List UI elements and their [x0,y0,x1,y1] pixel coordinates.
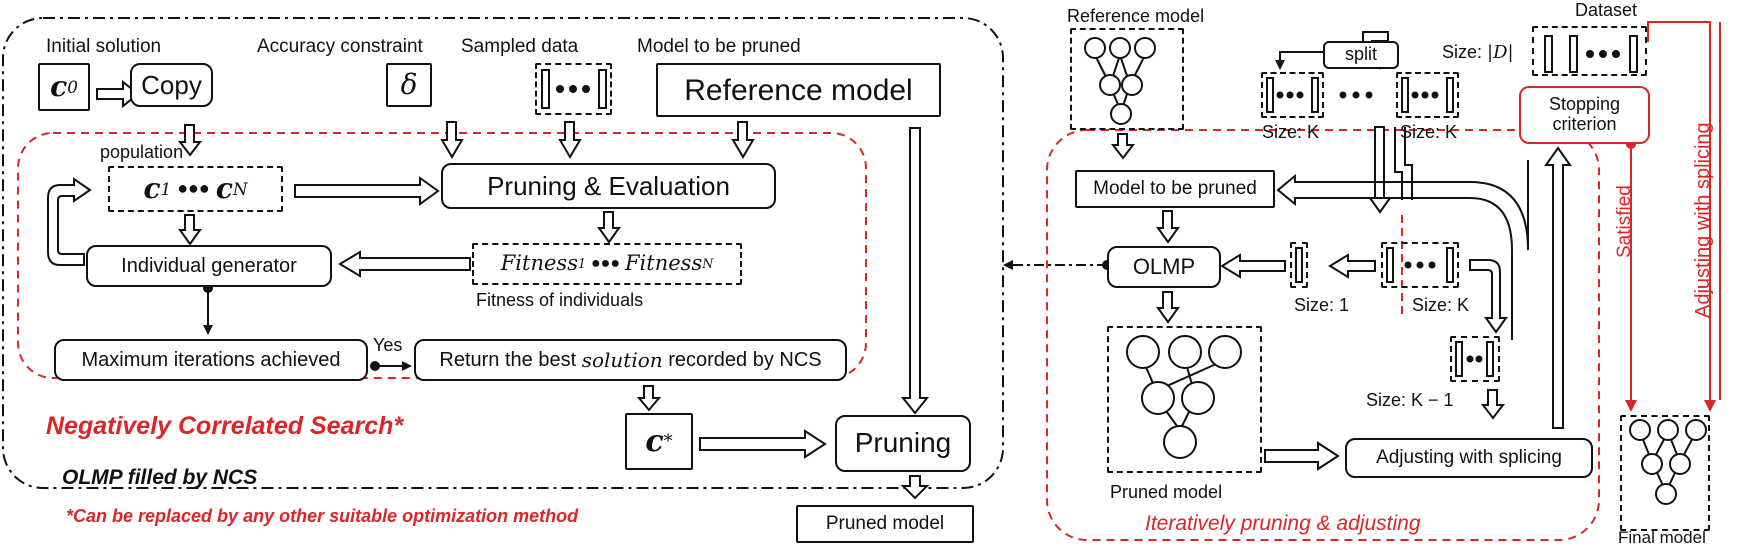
stopping-criterion-box: Stopping criterion [1519,86,1650,144]
initial-solution-label: Initial solution [46,36,162,57]
return-band [1276,160,1529,340]
return-best-box: Return the best solution recorded by NCS [414,339,847,381]
model-to-be-pruned-box: Model to be pruned [1075,170,1275,208]
olmp-caption: OLMP filled by NCS [62,466,258,489]
size-K-label-2: Size: K [1400,122,1458,142]
reference-model-box: Reference model [656,63,941,117]
final-model-network [1629,419,1707,505]
olmp-outer-border [2,17,1004,489]
sampled-data-box [535,63,612,115]
dataset-label: Dataset [1575,0,1638,20]
size-Km1-box [1450,336,1500,382]
accuracy-constraint-label: Accuracy constraint [257,36,423,57]
data-dots [556,50,1620,363]
size-K-box-1 [1261,72,1324,118]
size-K-label-1: Size: K [1262,122,1320,142]
reference-model-label: Reference model [1067,6,1205,26]
population-label: population [100,142,184,162]
size-K-box-2 [1396,72,1459,118]
split-box: split [1323,41,1399,69]
yes-label: Yes [373,335,403,355]
fitness-caption: Fitness of individuals [476,290,644,310]
olmp-box: OLMP [1107,246,1221,288]
reference-model-network [1084,37,1156,125]
pruned-model-network [1126,335,1242,459]
adjusting-splicing-box: Adjusting with splicing [1345,438,1593,478]
iterative-region [1046,129,1600,541]
size-Km1-label: Size: K − 1 [1366,390,1454,410]
c-star-box: c* [625,413,693,470]
size-K-box-3 [1381,242,1459,288]
dataset-box [1532,26,1647,76]
individual-generator-box: Individual generator [86,245,332,287]
iterative-title: Iteratively pruning & adjusting [1145,512,1421,535]
size-D-label: Size: |D| [1442,42,1514,63]
max-iterations-box: Maximum iterations achieved [54,339,368,381]
copy-box: Copy [130,63,213,107]
adjusting-vertical-label: Adjusting with splicing [1692,122,1714,318]
pruned-model-box: Pruned model [796,505,974,543]
pruning-evaluation-box: Pruning & Evaluation [441,163,776,209]
size-K-label-3: Size: K [1412,295,1470,315]
pruning-box: Pruning [835,415,971,472]
satisfied-label: Satisfied [1614,185,1635,258]
reference-model-network-box [1070,28,1184,130]
final-model-label: Final model [1618,528,1706,547]
sampled-data-label: Sampled data [461,36,579,57]
pruned-model-label: Pruned model [1110,482,1223,502]
pruned-model-network-box [1107,326,1262,473]
delta-box: δ [386,63,432,107]
final-model-box [1620,415,1710,531]
ncs-title: Negatively Correlated Search* [46,412,404,440]
footnote: *Can be replaced by any other suitable o… [66,506,579,526]
size-1-label: Size: 1 [1294,295,1350,315]
data-bar-glyphs [541,35,1638,377]
model-to-be-pruned-label: Model to be pruned [637,36,801,57]
size-1-box [1290,242,1308,288]
